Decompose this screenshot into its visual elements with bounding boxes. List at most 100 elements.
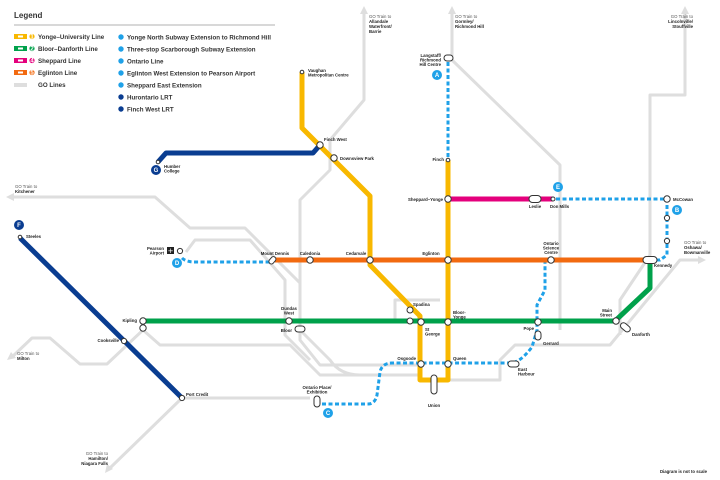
svg-text:Bloor-: Bloor-	[453, 310, 466, 315]
svg-text:College: College	[164, 169, 180, 174]
svg-text:Hamilton/: Hamilton/	[88, 456, 108, 461]
legend-projects: Yonge North Subway Extension to Richmond…	[118, 34, 271, 113]
svg-text:Port Credit: Port Credit	[186, 392, 209, 397]
svg-text:Spadina: Spadina	[413, 302, 430, 307]
svg-text:Mount Dennis: Mount Dennis	[261, 251, 290, 256]
legend-label: Yonge North Subway Extension to Richmond…	[127, 34, 271, 41]
legend-label: Yonge–University Line	[38, 34, 105, 41]
subway-lines	[18, 72, 653, 400]
svg-text:GO Train to: GO Train to	[86, 451, 109, 456]
svg-text:Finch West: Finch West	[324, 137, 347, 142]
svg-text:East: East	[518, 367, 528, 372]
stations: +	[17, 54, 671, 408]
badge-f: F	[17, 223, 21, 229]
svg-text:Exhibition: Exhibition	[307, 390, 328, 395]
badge-b: B	[675, 208, 680, 214]
badge-g: G	[154, 168, 159, 174]
go-lines	[6, 6, 706, 473]
svg-text:Union: Union	[428, 403, 441, 408]
svg-text:Richmond: Richmond	[420, 58, 441, 63]
svg-text:McCowan: McCowan	[673, 197, 693, 202]
svg-text:Don Mills: Don Mills	[550, 204, 570, 209]
svg-text:Danforth: Danforth	[632, 332, 650, 337]
badge-c: C	[326, 411, 331, 417]
svg-text:Milton: Milton	[17, 356, 30, 361]
line-1-yonge-university	[299, 72, 451, 383]
svg-text:Gerrard: Gerrard	[543, 341, 559, 346]
svg-text:St: St	[425, 327, 430, 332]
legend-label: Eglinton Line	[38, 70, 78, 77]
legend-line-4: 4 Sheppard Line	[14, 58, 82, 65]
svg-text:GO Train to: GO Train to	[671, 14, 694, 19]
svg-text:West: West	[284, 311, 295, 316]
badge-d: D	[175, 261, 180, 267]
legend-line-1: 1 Yonge–University Line	[14, 34, 105, 41]
svg-text:Pearson: Pearson	[147, 246, 164, 251]
line-c-ontario	[322, 262, 547, 406]
svg-text:Airport: Airport	[150, 251, 165, 256]
svg-text:Leslie: Leslie	[529, 204, 542, 209]
svg-text:Queen: Queen	[453, 356, 467, 361]
legend-label: Sheppard Line	[38, 58, 82, 65]
airport-icon: +	[168, 247, 174, 255]
svg-text:Street: Street	[600, 313, 613, 318]
svg-text:George: George	[425, 332, 441, 337]
svg-text:Kitchener: Kitchener	[15, 189, 35, 194]
svg-text:Hill Centre: Hill Centre	[420, 62, 442, 67]
legend-label: Bloor–Danforth Line	[38, 46, 98, 53]
svg-text:Bowmanville: Bowmanville	[684, 250, 711, 255]
legend-label: Ontario Line	[127, 58, 164, 65]
svg-text:Niagara Falls: Niagara Falls	[81, 461, 108, 466]
svg-text:Stouffville: Stouffville	[672, 24, 693, 29]
svg-text:GO Train to: GO Train to	[455, 14, 478, 19]
line-d-eglinton-west	[180, 256, 272, 264]
line-e-sheppard-east	[556, 197, 669, 262]
svg-text:Yonge: Yonge	[453, 315, 466, 320]
line-f-hurontario	[18, 236, 184, 400]
svg-text:Harbour: Harbour	[518, 372, 535, 377]
legend-label: Three-stop Scarborough Subway Extension	[127, 46, 256, 53]
svg-text:Kennedy: Kennedy	[654, 263, 673, 268]
svg-text:Dundas: Dundas	[281, 306, 297, 311]
svg-text:Cedarvale: Cedarvale	[346, 251, 367, 256]
svg-text:Eglinton: Eglinton	[422, 251, 440, 256]
svg-text:Waterfront/: Waterfront/	[369, 24, 393, 29]
badge-e: E	[556, 185, 560, 191]
svg-text:GO Train to: GO Train to	[369, 14, 392, 19]
legend-label: GO Lines	[38, 82, 66, 89]
svg-text:Langstaff/: Langstaff/	[420, 53, 441, 58]
legend-label: Sheppard East Extension	[127, 82, 202, 89]
svg-text:Sheppard–Yonge: Sheppard–Yonge	[408, 197, 444, 202]
legend-label: Hurontario LRT	[127, 94, 173, 101]
svg-text:Steeles: Steeles	[26, 234, 42, 239]
svg-text:Centre: Centre	[544, 250, 558, 255]
svg-text:Vaughan: Vaughan	[308, 68, 326, 73]
legend-go-lines: GO Lines	[14, 82, 66, 89]
svg-text:Humber: Humber	[164, 164, 181, 169]
svg-text:Main: Main	[602, 308, 612, 313]
svg-text:5: 5	[30, 70, 34, 76]
svg-text:Barrie: Barrie	[369, 29, 382, 34]
line-g-finch-west	[156, 143, 322, 164]
planned-extensions	[180, 62, 669, 406]
svg-text:Allandale: Allandale	[369, 19, 389, 24]
svg-text:Cooksville: Cooksville	[98, 338, 120, 343]
svg-text:GO Train to: GO Train to	[684, 240, 707, 245]
svg-text:Ontario: Ontario	[543, 241, 559, 246]
scale-note: Diagram is not to scale	[660, 469, 708, 474]
svg-text:Downsview Park: Downsview Park	[340, 156, 375, 161]
badge-a: A	[435, 73, 440, 79]
svg-text:4: 4	[30, 58, 34, 64]
svg-text:Oshawa/: Oshawa/	[684, 245, 702, 250]
project-badges: A B C D E F G	[14, 70, 682, 418]
svg-text:1: 1	[30, 34, 34, 40]
legend-label: Finch West LRT	[127, 106, 174, 113]
svg-text:Lincolnville/: Lincolnville/	[668, 19, 694, 24]
svg-text:Osgoode: Osgoode	[397, 356, 416, 361]
legend-line-5: 5 Eglinton Line	[14, 70, 78, 77]
line-2-bloor-danforth	[143, 262, 653, 324]
